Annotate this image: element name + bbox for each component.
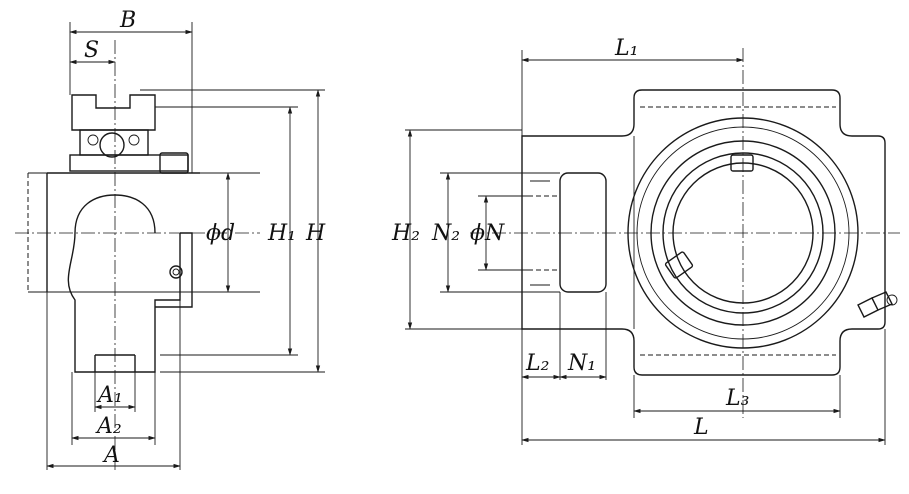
label-A1: A₁ [96, 383, 123, 408]
label-L2: L₂ [525, 351, 549, 376]
label-S: S [84, 38, 99, 63]
housing-side [27, 172, 260, 373]
label-B: B [119, 8, 136, 33]
label-H2: H₂ [391, 221, 420, 246]
label-L1: L₁ [614, 36, 638, 61]
label-H1: H₁ [267, 221, 296, 246]
grease-nipple [857, 291, 898, 318]
front-view: L₁ H₂ N₂ ϕN L₂ N₁ L₃ L [391, 36, 900, 445]
bearing-insert [69, 94, 189, 174]
label-N2: N₂ [431, 221, 460, 246]
set-screw-top [730, 154, 754, 172]
set-screw-lower [664, 251, 694, 279]
label-A2: A₂ [95, 414, 122, 439]
label-H: H [305, 221, 326, 246]
label-phi-N: ϕN [470, 221, 505, 246]
guide-slot [559, 172, 607, 293]
side-view: B S ϕd H₁ H A₁ A₂ A [15, 8, 326, 470]
label-L3: L₃ [725, 386, 749, 411]
label-L: L [693, 415, 709, 440]
label-phi-d: ϕd [206, 221, 235, 246]
label-A: A [102, 443, 120, 468]
housing-front [521, 89, 886, 376]
label-N1: N₁ [567, 351, 596, 376]
